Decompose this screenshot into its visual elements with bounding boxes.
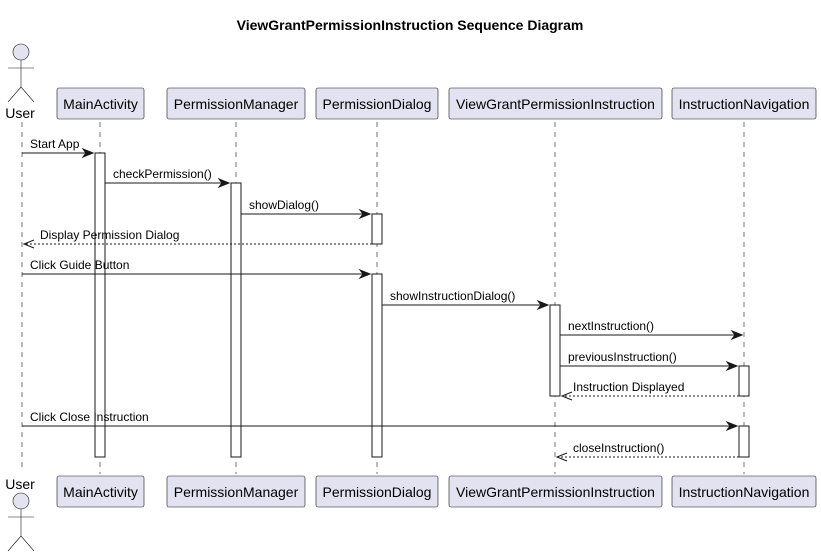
message-check-permission: checkPermission(): [105, 167, 231, 189]
arrow-head-icon: [536, 299, 550, 311]
participant-vgpi-bottom: ViewGrantPermissionInstruction: [448, 475, 663, 508]
participant-label: ViewGrantPermissionInstruction: [456, 96, 655, 112]
participant-pm-bottom: PermissionManager: [166, 475, 306, 508]
diagram-title: ViewGrantPermissionInstruction Sequence …: [237, 17, 584, 33]
message-instruction-displayed: Instruction Displayed: [560, 380, 739, 401]
message-click-close-instruction: Click Close Instruction: [22, 410, 739, 432]
participants-top: MainActivity PermissionManager Permissio…: [56, 87, 817, 120]
message-previous-instruction: previousInstruction(): [560, 350, 739, 372]
arrow-head-icon: [81, 147, 95, 159]
message-start-app: Start App: [22, 137, 95, 159]
message-next-instruction: nextInstruction(): [560, 319, 744, 341]
message-label: Click Close Instruction: [30, 410, 149, 424]
message-label: showInstructionDialog(): [390, 289, 515, 303]
participant-main-top: MainActivity: [56, 87, 145, 120]
actor-user-top: User: [5, 43, 35, 121]
participant-label: InstructionNavigation: [679, 96, 810, 112]
message-label: closeInstruction(): [573, 441, 664, 455]
actor-user-bottom: User: [5, 476, 35, 552]
activation-nav-1: [738, 365, 750, 397]
participant-label: PermissionDialog: [323, 484, 432, 500]
activation-pd-1: [371, 213, 383, 245]
message-show-dialog: showDialog(): [241, 198, 372, 220]
message-display-permission-dialog: Display Permission Dialog: [22, 228, 372, 249]
message-label: Display Permission Dialog: [40, 228, 179, 242]
arrow-head-icon: [730, 329, 744, 341]
actor-label: User: [5, 105, 35, 121]
message-show-instruction-dialog: showInstructionDialog(): [382, 289, 550, 311]
message-label: Start App: [30, 137, 80, 151]
participant-nav-top: InstructionNavigation: [671, 87, 817, 120]
participant-label: MainActivity: [63, 96, 138, 112]
arrow-head-icon: [358, 268, 372, 280]
participant-label: ViewGrantPermissionInstruction: [456, 484, 655, 500]
arrow-head-icon: [560, 391, 573, 401]
message-label: previousInstruction(): [568, 350, 677, 364]
participant-label: MainActivity: [63, 484, 138, 500]
arrow-head-icon: [555, 452, 568, 462]
message-label: checkPermission(): [113, 167, 212, 181]
arrow-head-icon: [358, 208, 372, 220]
activations: [94, 152, 750, 458]
arrow-head-icon: [22, 239, 35, 249]
actor-head-icon: [12, 492, 30, 510]
messages: Start App checkPermission() showDialog()…: [22, 137, 744, 462]
message-close-instruction: closeInstruction(): [555, 441, 739, 462]
message-label: nextInstruction(): [568, 319, 654, 333]
participant-vgpi-top: ViewGrantPermissionInstruction: [448, 87, 663, 120]
message-click-guide-button: Click Guide Button: [22, 258, 372, 280]
activation-pd-2: [371, 273, 383, 458]
participant-pm-top: PermissionManager: [166, 87, 306, 120]
activation-vgpi: [549, 304, 561, 397]
participant-pd-bottom: PermissionDialog: [315, 475, 439, 508]
participant-nav-bottom: InstructionNavigation: [671, 475, 817, 508]
message-label: showDialog(): [249, 198, 319, 212]
activation-nav-2: [738, 425, 750, 458]
activation-pm: [230, 182, 242, 458]
arrow-head-icon: [725, 360, 739, 372]
participants-bottom: MainActivity PermissionManager Permissio…: [56, 475, 817, 508]
message-label: Click Guide Button: [30, 258, 129, 272]
activation-main: [94, 152, 106, 458]
actor-label: User: [5, 476, 35, 492]
arrow-head-icon: [725, 420, 739, 432]
participant-pd-top: PermissionDialog: [315, 87, 439, 120]
participant-label: PermissionManager: [174, 96, 299, 112]
participant-label: InstructionNavigation: [679, 484, 810, 500]
participant-label: PermissionManager: [174, 484, 299, 500]
message-label: Instruction Displayed: [573, 380, 684, 394]
actor-head-icon: [12, 43, 30, 61]
participant-main-bottom: MainActivity: [56, 475, 145, 508]
participant-label: PermissionDialog: [323, 96, 432, 112]
arrow-head-icon: [217, 177, 231, 189]
